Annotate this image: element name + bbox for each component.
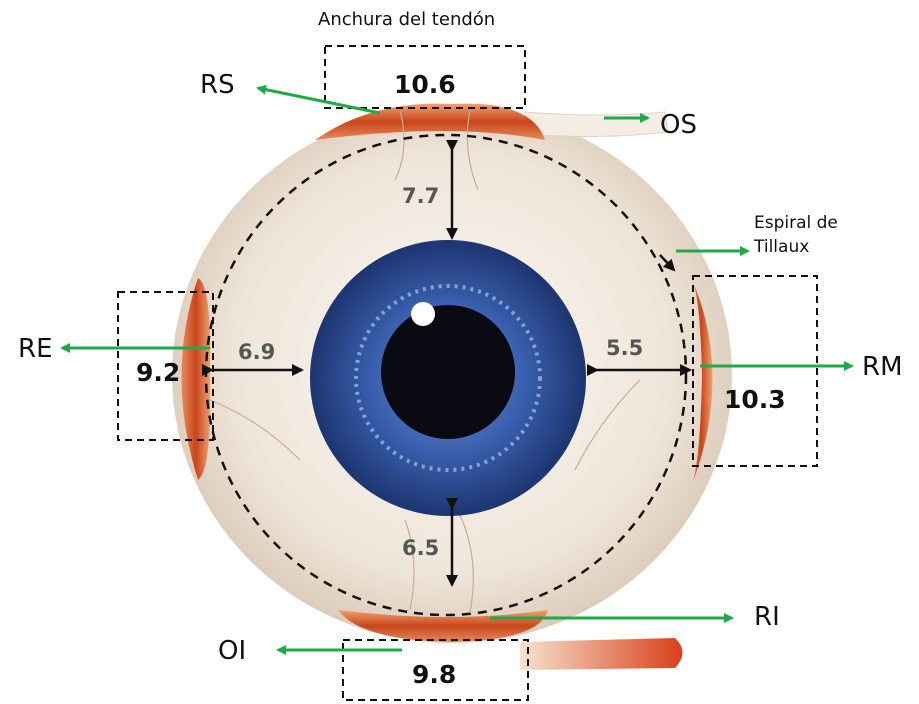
diagram-title: Anchura del tendón [318, 9, 495, 30]
label-oi: OI [218, 636, 246, 666]
label-ri: RI [754, 602, 780, 632]
tendon-width-medial: 10.3 [724, 385, 786, 414]
distance-medial: 5.5 [606, 336, 643, 360]
label-os: OS [660, 110, 697, 140]
label-rs: RS [200, 70, 235, 100]
inferior-oblique-muscle [520, 638, 683, 670]
distance-inferior: 6.5 [402, 536, 439, 560]
superior-oblique-muscle [525, 112, 668, 137]
label-rm: RM [862, 352, 903, 382]
distance-superior: 7.7 [402, 184, 439, 208]
tendon-width-inferior: 9.8 [412, 660, 456, 689]
label-spiral-line2: Tillaux [754, 236, 809, 258]
tendon-width-superior: 10.6 [394, 70, 456, 99]
distance-lateral: 6.9 [238, 340, 275, 364]
green-arrow-rs [258, 88, 380, 113]
label-spiral-line1: Espiral de [754, 212, 838, 234]
tendon-width-lateral: 9.2 [136, 358, 180, 387]
pupil [381, 305, 515, 439]
pupil-highlight [411, 302, 435, 326]
label-re: RE [18, 334, 53, 364]
